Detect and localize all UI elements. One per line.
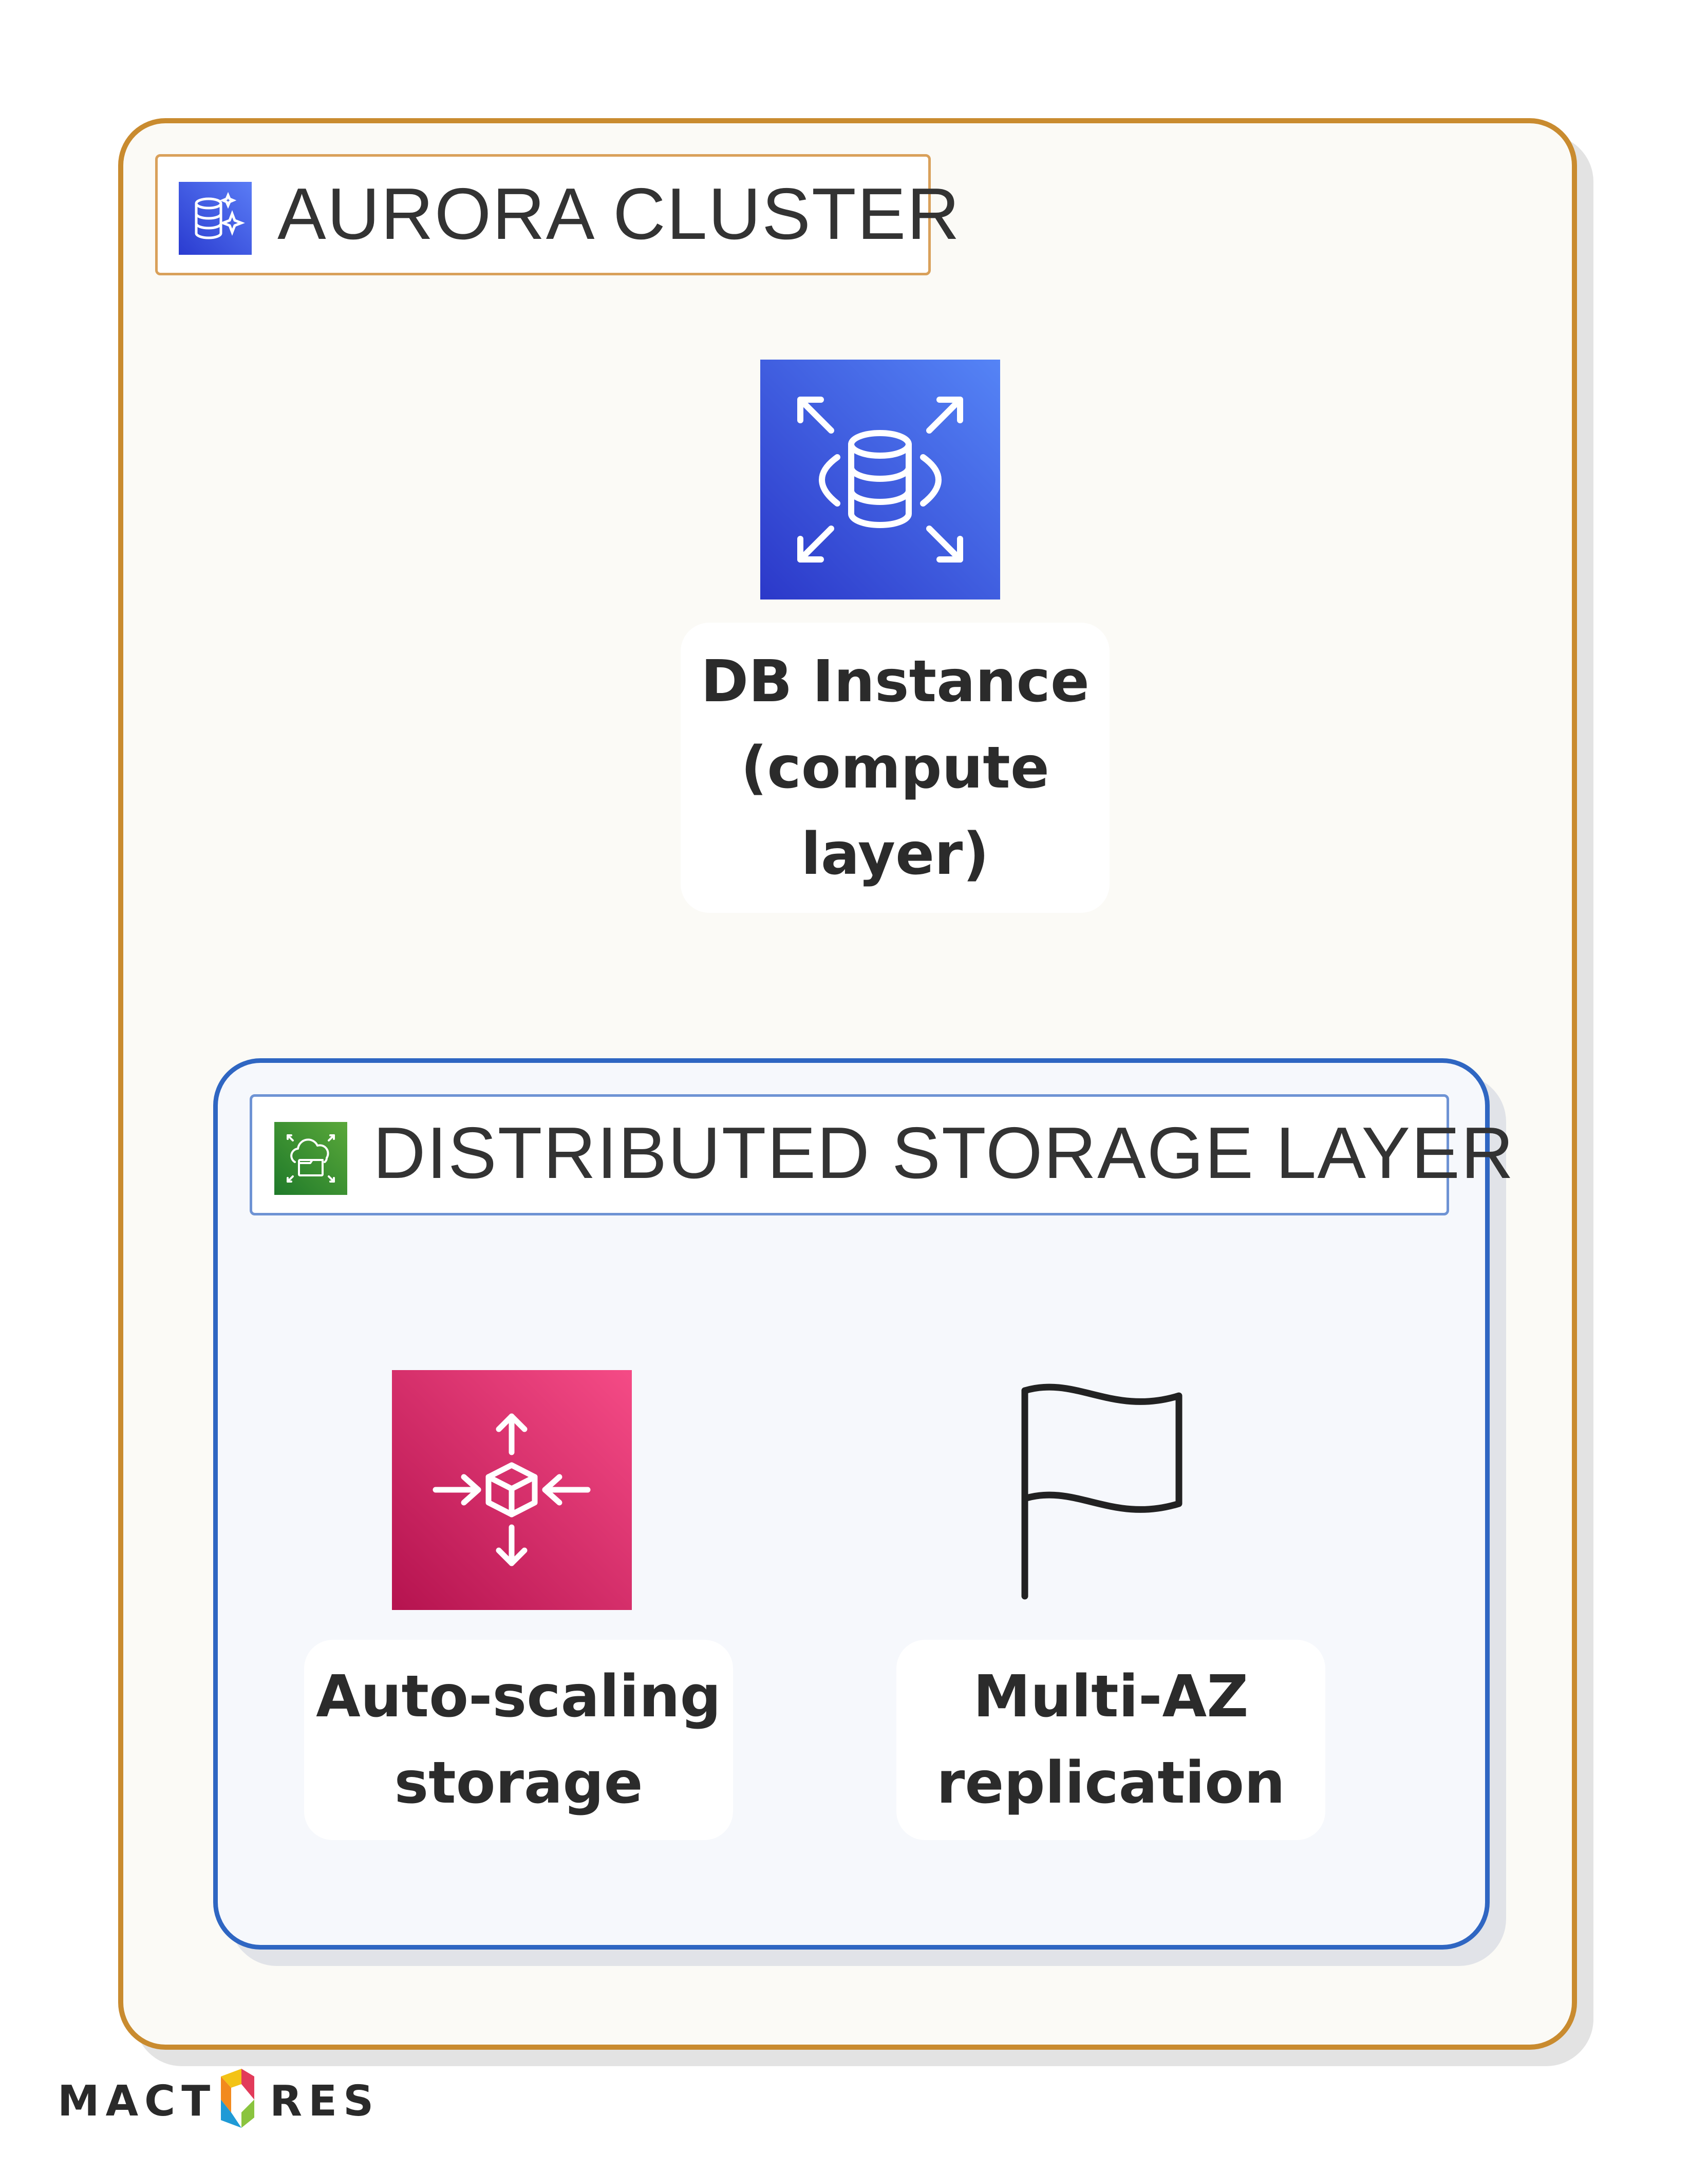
flag-icon <box>999 1375 1205 1601</box>
brand-text-left: MACT <box>58 2077 217 2126</box>
aurora-database-icon <box>179 182 252 255</box>
rds-database-icon <box>760 360 1000 600</box>
brand-text-right: RES <box>270 2077 380 2126</box>
auto-scaling-label-line: storage <box>394 1750 643 1817</box>
db-instance-label: DB Instance (compute layer) <box>681 623 1110 913</box>
auto-scaling-label-line: Auto-scaling <box>316 1663 721 1730</box>
storage-layer-title: DISTRIBUTED STORAGE LAYER <box>373 1112 1515 1194</box>
multi-az-label: Multi-AZ replication <box>896 1640 1325 1840</box>
storage-label-box <box>250 1094 1449 1215</box>
db-instance-label-line: layer) <box>801 820 989 888</box>
cluster-title: AURORA CLUSTER <box>277 173 961 255</box>
db-instance-label-line: DB Instance <box>701 648 1090 715</box>
multi-az-label-line: replication <box>936 1750 1285 1817</box>
db-instance-label-line: (compute <box>741 734 1049 801</box>
storage-cloud-icon <box>274 1122 347 1195</box>
cluster-label-box <box>155 154 931 275</box>
multi-az-label-line: Multi-AZ <box>973 1663 1249 1730</box>
auto-scaling-icon <box>392 1370 632 1610</box>
mactores-logo-icon <box>211 2061 262 2138</box>
auto-scaling-label: Auto-scaling storage <box>304 1640 733 1840</box>
